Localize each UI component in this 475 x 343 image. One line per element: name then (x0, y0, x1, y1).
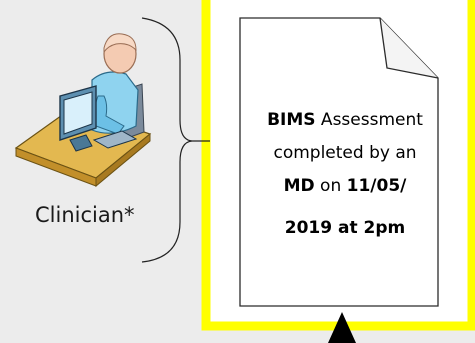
doc-line-3-bold-date: 11/05/ (346, 176, 407, 196)
doc-line-3-bold-role: MD (283, 176, 315, 196)
document-icon (239, 17, 439, 307)
document-text: BIMS Assessment completed by an MD on 11… (246, 106, 444, 242)
clinician-at-computer-icon (14, 33, 152, 188)
doc-line-3: MD on 11/05/ (246, 172, 444, 200)
up-arrow-icon (328, 312, 356, 343)
doc-line-2: completed by an (273, 143, 417, 163)
doc-line-3-mid: on (314, 176, 347, 196)
doc-line-4: 2019 at 2pm (284, 218, 406, 238)
doc-line-1-rest: Assessment (315, 110, 423, 130)
doc-line-1: BIMS Assessment (246, 106, 444, 134)
actor-label: Clinician* (35, 203, 135, 227)
doc-line-1-bold: BIMS (267, 110, 316, 130)
